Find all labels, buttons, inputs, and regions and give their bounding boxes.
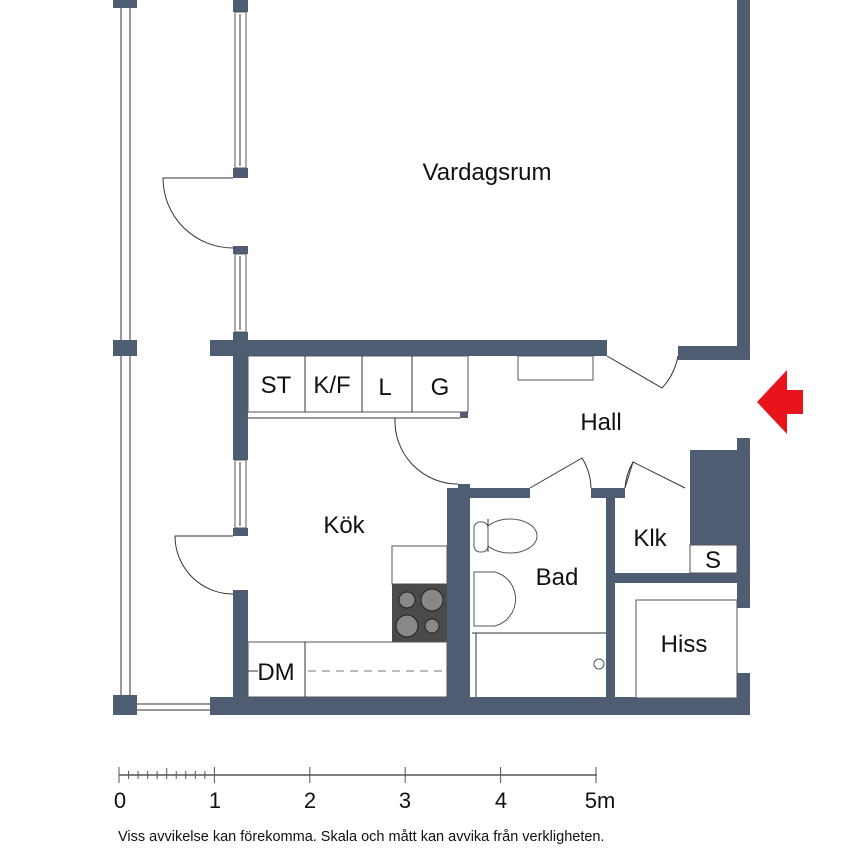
walls	[210, 0, 750, 715]
scale-label-3: 3	[399, 788, 411, 813]
elevator-car	[635, 599, 738, 699]
label-dm: DM	[257, 659, 294, 686]
scale-bar: 0 1 2 3 4 5m	[114, 767, 615, 813]
scale-label-2: 2	[304, 788, 316, 813]
kitchen-fixtures	[247, 545, 448, 698]
scale-label-1: 1	[209, 788, 221, 813]
label-st: ST	[261, 372, 292, 399]
scale-label-5: 5m	[585, 788, 616, 813]
disclaimer: Viss avvikelse kan förekomma. Skala och …	[118, 829, 605, 845]
label-l: L	[378, 374, 391, 401]
room-label-living: Vardagsrum	[423, 159, 552, 186]
room-label-elevator: Hiss	[661, 631, 708, 658]
faucet-icon	[593, 658, 605, 670]
label-g: G	[431, 374, 450, 401]
scale-label-0: 0	[114, 788, 126, 813]
entrance-arrow-icon	[757, 370, 803, 434]
bath-fixtures	[472, 518, 606, 697]
room-label-bath: Bad	[536, 564, 579, 591]
balcony	[113, 0, 210, 715]
sink-icon	[473, 571, 517, 627]
hall-shelf	[517, 355, 594, 381]
scale-label-4: 4	[495, 788, 507, 813]
shaft-box	[689, 544, 738, 574]
storage-cabinets	[247, 355, 594, 419]
room-label-hall: Hall	[580, 409, 621, 436]
label-kf: K/F	[313, 372, 350, 399]
label-s: S	[705, 547, 721, 574]
room-label-closet: Klk	[633, 525, 667, 552]
windows	[234, 11, 247, 529]
doors	[162, 177, 686, 595]
room-label-kitchen: Kök	[323, 512, 365, 539]
